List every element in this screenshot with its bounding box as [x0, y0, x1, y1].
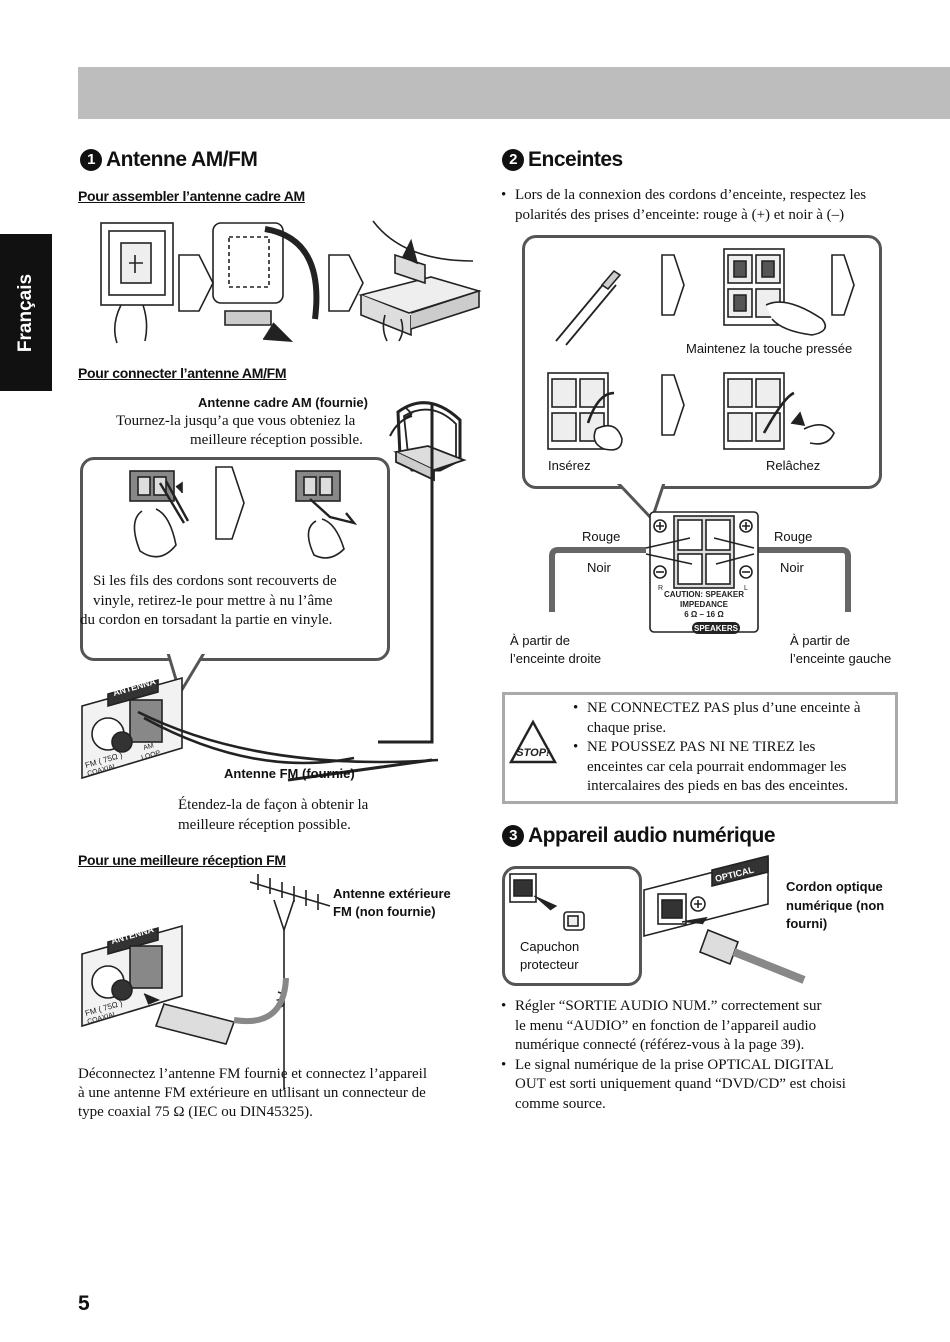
section3-note-2: Le signal numérique de la prise OPTICAL …: [501, 1056, 921, 1115]
release-label: Relâchez: [766, 458, 821, 473]
stop-warning-icon: STOP!: [508, 719, 558, 764]
fm-text-2: meilleure réception possible.: [178, 817, 351, 833]
cap-label-2: protecteur: [520, 957, 579, 972]
from-left-speaker-1: À partir de: [790, 633, 850, 648]
speakers-tag-text: SPEAKERS: [694, 624, 739, 633]
intro-item: Lors de la connexion des cordons d’encei…: [501, 186, 921, 225]
warning-2-line-3: intercalaires des pieds en bas des encei…: [587, 778, 849, 794]
am-loop-assembly-illustration: [100, 220, 482, 344]
section3-number: 3: [502, 825, 524, 847]
section2-title-text: Enceintes: [528, 148, 623, 171]
am-loop-label: Antenne cadre AM (fournie): [198, 395, 368, 410]
note-2-line-3: comme source.: [515, 1095, 606, 1112]
outdoor-antenna-label-1: Antenne extérieure: [333, 886, 451, 901]
caution-line-1: CAUTION: SPEAKER: [664, 590, 744, 599]
assemble-heading: Pour assembler l’antenne cadre AM: [78, 188, 305, 204]
note-1-line-2: le menu “AUDIO” en fonction de l’apparei…: [515, 1017, 817, 1034]
optical-connection-illustration: OPTICAL DIGITAL OUT: [509, 854, 806, 984]
noir-left-label: Noir: [587, 560, 611, 575]
bottom-text-2: à une antenne FM extérieure en utilisant…: [78, 1085, 426, 1101]
section1-title-text: Antenne AM/FM: [106, 148, 258, 171]
insert-label: Insérez: [548, 458, 591, 473]
optical-cord-label-2: numérique (non: [786, 898, 885, 913]
from-right-speaker-2: l’enceinte droite: [510, 651, 602, 666]
section3-title-text: Appareil audio numérique: [528, 824, 776, 847]
am-loop-text-2: meilleure réception possible.: [190, 432, 363, 448]
vinyl-note-line-3: du cordon en torsadant la partie en viny…: [80, 612, 333, 628]
language-tab-label: Français: [15, 273, 36, 352]
note-2-line-1: Le signal numérique de la prise OPTICAL …: [515, 1056, 834, 1073]
warning-item-1: NE CONNECTEZ PAS plus d’une enceinte à ch…: [573, 699, 893, 738]
section1-number: 1: [80, 149, 102, 171]
bottom-text-3: type coaxial 75 Ω (IEC ou DIN45325).: [78, 1104, 313, 1120]
bottom-text-1: Déconnectez l’antenne FM fournie et conn…: [78, 1066, 427, 1082]
page-number: 5: [78, 1292, 90, 1315]
note-1-line-1: Régler “SORTIE AUDIO NUM.” correctement …: [515, 998, 822, 1014]
cap-label-1: Capuchon: [520, 939, 580, 954]
vinyl-note-line-1: Si les fils des cordons sont recouverts …: [93, 573, 337, 589]
speaker-terminal-steps-illustration: [547, 248, 855, 451]
am-loop-text-1: Tournez-la jusqu’a que vous obteniez la: [116, 413, 356, 429]
wire-insert-illustration: [129, 466, 358, 559]
antenna-panel-illustration: ANTENNA FM ( 75Ω ) COAXIAL AM LOOP: [81, 404, 439, 782]
l-mark: L: [744, 585, 748, 592]
warning-2-line-2: enceintes car cela pourrait endommager l…: [587, 758, 847, 775]
note-1-line-3: numérique connecté (référez-vous à la pa…: [515, 1037, 805, 1053]
section2-number: 2: [502, 149, 524, 171]
outdoor-antenna-label-2: FM (non fournie): [333, 904, 436, 919]
caution-line-2: IMPEDANCE: [680, 600, 729, 609]
section3-note-1: Régler “SORTIE AUDIO NUM.” correctement …: [501, 997, 921, 1056]
header-banner: [78, 67, 950, 119]
panel-am-text: AM: [143, 742, 155, 752]
connect-heading: Pour connecter l’antenne AM/FM: [78, 365, 287, 381]
rouge-right-label: Rouge: [774, 529, 813, 544]
r-mark: R: [658, 585, 663, 592]
am-loop-antenna-illustration: [389, 401, 467, 482]
warning-1-line-2: chaque prise.: [587, 719, 667, 736]
intro-line-2: polarités des prises d’enceinte: rouge à…: [515, 206, 845, 223]
note-2-line-2: OUT est sorti uniquement quand “DVD/CD” …: [515, 1076, 846, 1092]
stop-icon-text: STOP!: [516, 747, 550, 759]
warning-item-2: NE POUSSEZ PAS NI NE TIREZ les enceintes …: [573, 738, 893, 797]
hold-label: Maintenez la touche pressée: [686, 341, 853, 356]
from-left-speaker-2: l’enceinte gauche: [790, 651, 892, 666]
language-tab: Français: [0, 234, 52, 391]
noir-right-label: Noir: [780, 560, 804, 575]
fm-text-1: Étendez-la de façon à obtenir la: [178, 797, 369, 813]
section2-intro: Lors de la connexion des cordons d’encei…: [501, 186, 921, 225]
speaker-terminal-panel: SPEAKERS CAUTION: SPEAKER IMPEDANCE 6 Ω …: [549, 511, 851, 634]
better-reception-heading: Pour une meilleure réception FM: [78, 852, 286, 868]
fm-antenna-label: Antenne FM (fournie): [224, 766, 355, 781]
section3-notes: Régler “SORTIE AUDIO NUM.” correctement …: [501, 997, 921, 1114]
intro-line-1: Lors de la connexion des cordons d’encei…: [515, 187, 867, 203]
caution-line-3: 6 Ω – 16 Ω: [684, 610, 724, 619]
optical-cord-label-1: Cordon optique: [786, 879, 883, 894]
warning-2-line-1: NE POUSSEZ PAS NI NE TIREZ les: [587, 739, 816, 755]
outdoor-antenna-illustration: ANTENNA FM ( 75Ω ) COAXIAL: [81, 874, 331, 1090]
vinyl-note-line-2: vinyle, retirez-le pour mettre à nu l’âm…: [93, 593, 333, 609]
from-right-speaker-1: À partir de: [510, 633, 570, 648]
warning-1-line-1: NE CONNECTEZ PAS plus d’une enceinte à: [587, 700, 861, 716]
optical-cord-label-3: fourni): [786, 916, 828, 931]
warning-list: NE CONNECTEZ PAS plus d’une enceinte à ch…: [573, 699, 893, 797]
rouge-left-label: Rouge: [582, 529, 621, 544]
